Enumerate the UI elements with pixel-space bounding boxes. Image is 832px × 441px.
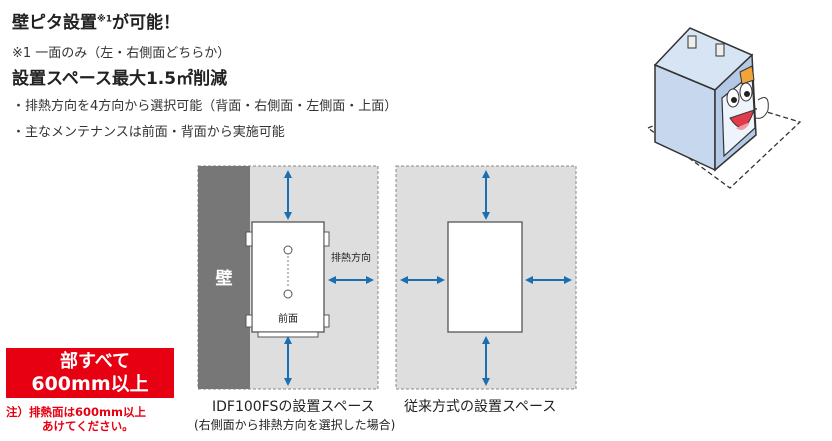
heading-wall-install: 壁ピタ設置※1が可能！ — [12, 13, 181, 33]
left-diagram-subcaption: (右側面から排熱方向を選択した場合) — [194, 418, 396, 432]
bullet-exhaust-direction: ・排熱方向を4方向から選択可能（背面・右側面・左側面・上面） — [12, 99, 398, 114]
left-diagram-caption: IDF100FSの設置スペース — [212, 399, 375, 415]
clearance-badge: 部すべて 600mm以上 — [6, 348, 174, 398]
front-label: 前面 — [278, 312, 298, 325]
badge-line-1: 部すべて — [60, 351, 131, 372]
right-diagram-caption: 従来方式の設置スペース — [404, 399, 557, 415]
unit-idf100fs — [245, 221, 330, 338]
bullet-maintenance: ・主なメンテナンスは前面・背面から実施可能 — [12, 125, 285, 140]
wall — [198, 166, 250, 389]
mascot-unit-illustration — [646, 27, 802, 189]
conventional-unit — [447, 221, 523, 333]
exhaust-label: 排熱方向 — [331, 251, 371, 264]
wall-label: 壁 — [216, 268, 233, 289]
exhaust-warning: 注）排熱面は600mm以上 あけてください。 — [6, 405, 146, 433]
footnote-1: ※1 一面のみ（左・右側面どちらか） — [12, 46, 231, 61]
heading-space-reduction: 設置スペース最大1.5㎡削減 — [12, 69, 228, 89]
badge-line-2: 600mm以上 — [31, 373, 149, 395]
